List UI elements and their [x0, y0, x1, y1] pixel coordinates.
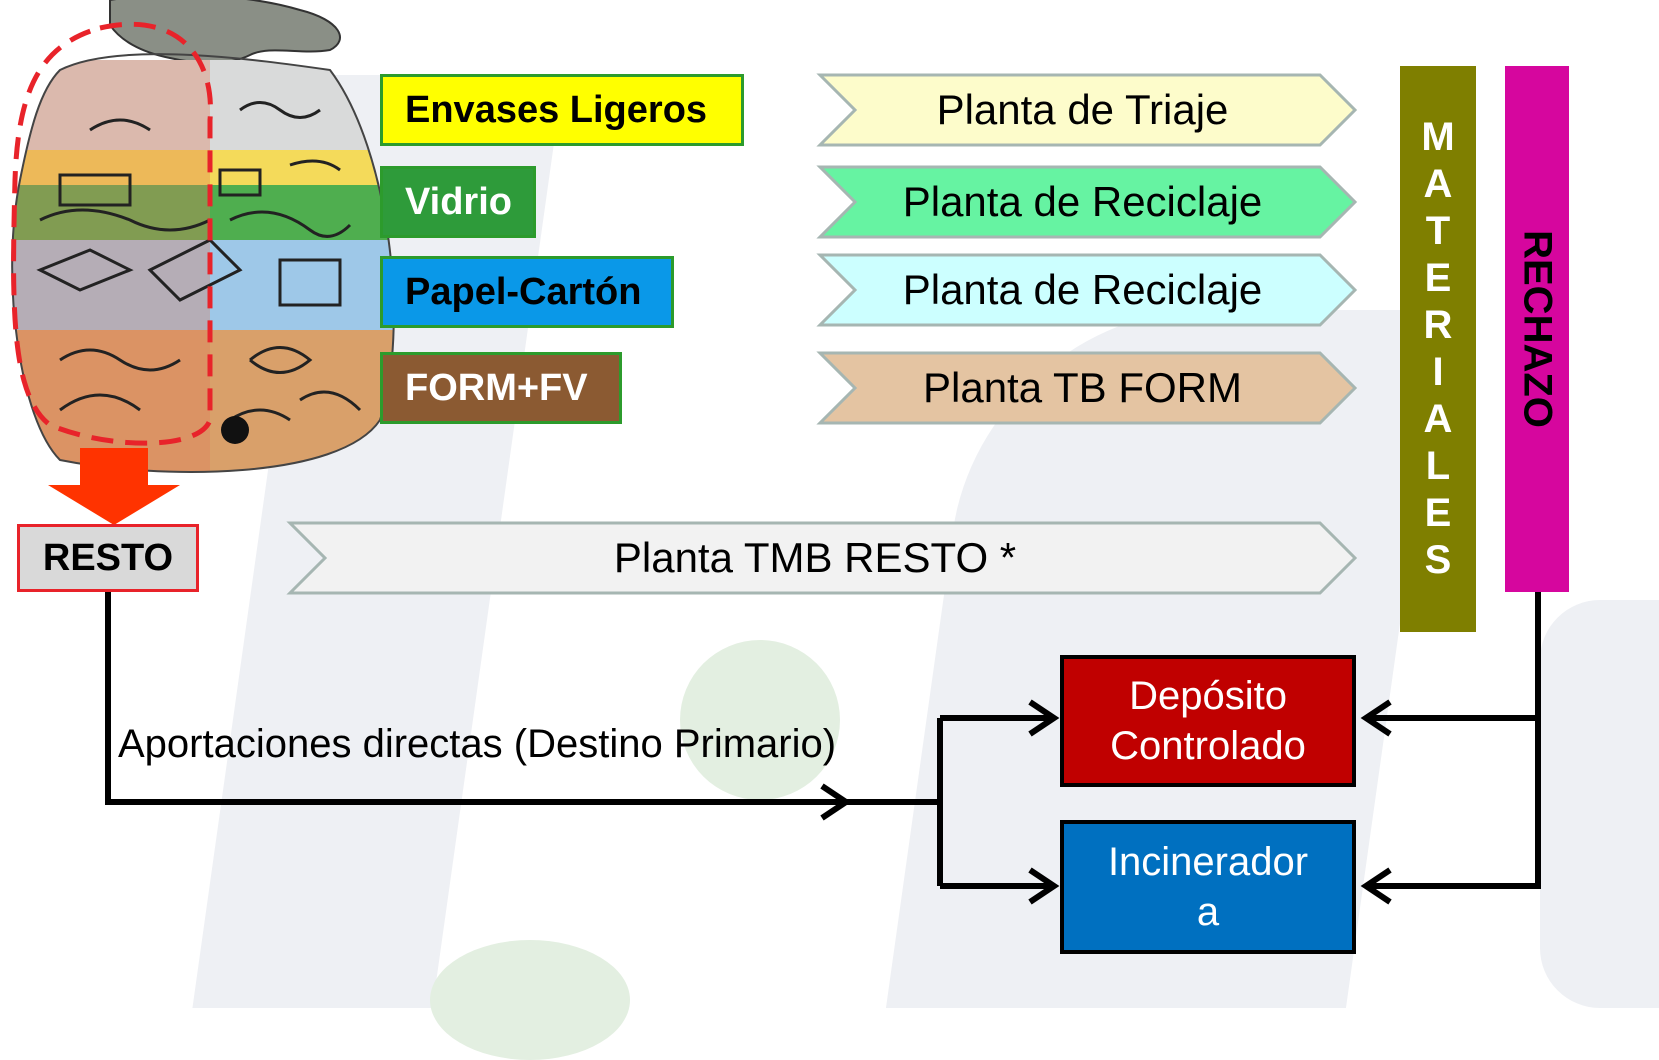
- destination-label: Planta TB FORM: [923, 364, 1242, 411]
- resto-down-arrow: [48, 448, 180, 525]
- materiales-letter: E: [1424, 491, 1452, 535]
- deposito-controlado-box: Depósito Controlado: [1060, 655, 1356, 787]
- resto-selection-outline: [11, 21, 213, 446]
- destination-label: Planta de Reciclaje: [902, 178, 1263, 225]
- category-label: FORM+FV: [405, 366, 588, 409]
- deposito-line2: Controlado: [1110, 724, 1306, 768]
- watermark-bar-3: [1540, 600, 1659, 1008]
- category-form-fv: FORM+FV: [380, 352, 622, 424]
- rechazo-column: [1505, 66, 1569, 592]
- chevron-planta-reciclaje-papel: [816, 253, 1358, 327]
- destination-label: Planta de Reciclaje: [902, 266, 1263, 313]
- waste-bag-illustration: [11, 0, 395, 473]
- materiales-letter: T: [1425, 209, 1451, 253]
- chevron-planta-tb-form: [816, 351, 1358, 425]
- incinerador-line2: a: [1196, 890, 1220, 934]
- materiales-letter: A: [1423, 397, 1453, 441]
- category-label: Vidrio: [405, 180, 512, 223]
- destination-label: Planta de Triaje: [936, 86, 1229, 133]
- category-label: Papel-Cartón: [405, 270, 642, 313]
- aportaciones-label: Aportaciones directas (Destino Primario): [118, 722, 837, 766]
- category-vidrio: Vidrio: [380, 166, 536, 238]
- incinerador-line1: Incinerador: [1107, 840, 1309, 884]
- chevron-planta-reciclaje-vidrio: [816, 165, 1358, 239]
- materiales-letter: A: [1423, 162, 1453, 206]
- materiales-letter: M: [1421, 115, 1455, 159]
- materiales-letter: I: [1432, 350, 1444, 394]
- category-envases-ligeros: Envases Ligeros: [380, 74, 744, 146]
- category-papel-carton: Papel-Cartón: [380, 256, 674, 328]
- destination-chevrons: [286, 73, 1358, 595]
- deposito-line1: Depósito: [1129, 674, 1287, 718]
- incineradora-box: Incinerador a: [1060, 820, 1356, 954]
- materiales-letter: R: [1423, 303, 1453, 347]
- materiales-letter: L: [1425, 444, 1451, 488]
- category-resto: RESTO: [17, 524, 199, 592]
- watermark-clover: [680, 640, 840, 800]
- materiales-letter: S: [1424, 538, 1452, 582]
- materiales-letter: E: [1424, 256, 1452, 300]
- chevron-planta-tmb-resto: [286, 521, 1358, 595]
- resto-destination-label: Planta TMB RESTO *: [613, 534, 1017, 581]
- chevron-planta-triaje: [816, 73, 1358, 147]
- flow-connectors: [105, 592, 1541, 905]
- resto-label: RESTO: [42, 536, 174, 579]
- category-label: Envases Ligeros: [405, 88, 708, 131]
